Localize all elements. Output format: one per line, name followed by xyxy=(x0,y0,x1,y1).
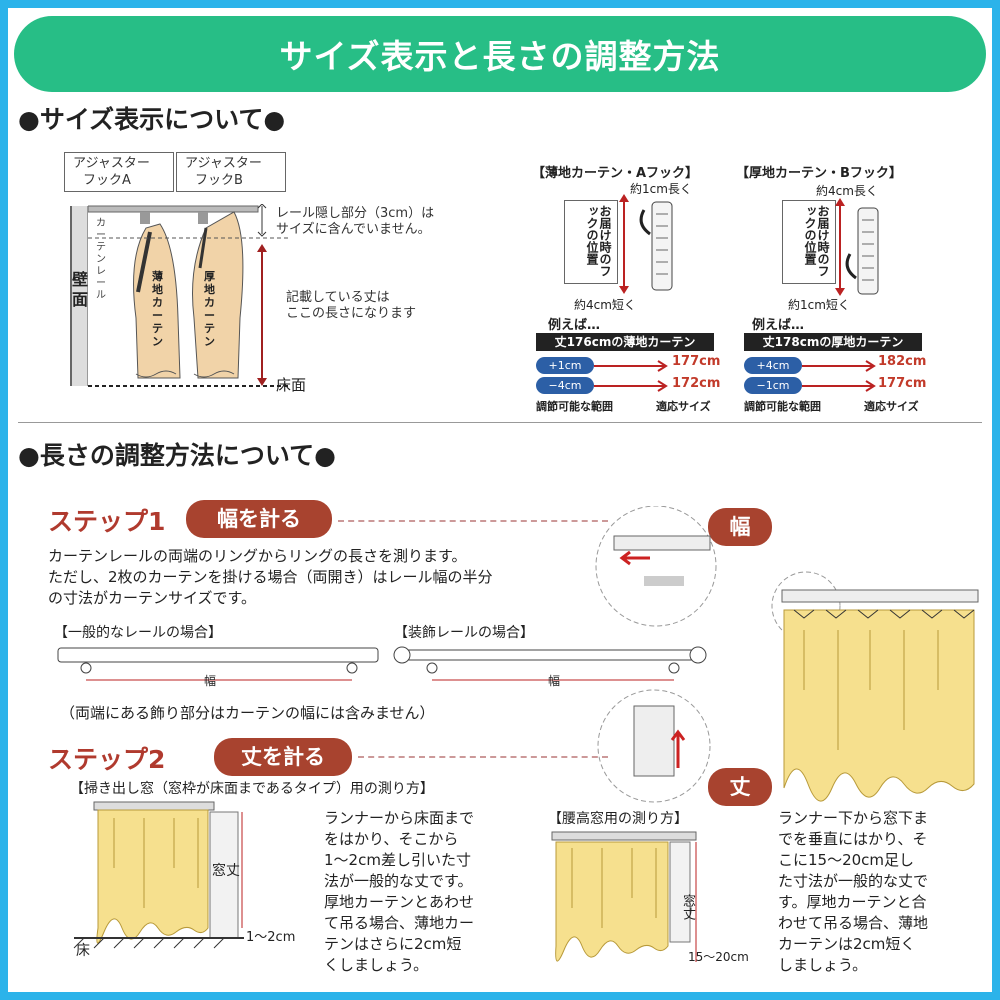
rail-hidden-note: レール隠し部分（3cm）はサイズに含んでいません。 xyxy=(276,206,435,237)
b-plus-pill: +4cm xyxy=(744,357,802,374)
sweep-window-title: 【掃き出し窓（窓枠が床面まであるタイプ）用の測り方】 xyxy=(70,781,434,797)
width-label-1: 幅 xyxy=(204,674,217,688)
a-arrows xyxy=(594,360,668,392)
b-example-bar: 丈178cmの厚地カーテン xyxy=(744,333,922,351)
sweep-window-illustration xyxy=(73,801,244,949)
b-arrows xyxy=(802,360,876,392)
waist-window-length: 窓丈 xyxy=(680,894,695,920)
length-arrows xyxy=(257,204,267,386)
sweep-gap: 1〜2cm xyxy=(246,930,296,945)
a-plus-pill: +1cm xyxy=(536,357,594,374)
b-hook-longer: 約4cm長く xyxy=(816,184,878,198)
step1-text: カーテンレールの両端のリングからリングの長さを測ります。ただし、2枚のカーテンを… xyxy=(48,547,493,607)
b-fit: 適応サイズ xyxy=(864,400,919,413)
section-heading-length: ●長さの調整方法について● xyxy=(18,441,336,470)
adjuster-b-label: アジャスターフックB xyxy=(176,152,286,192)
general-rail-label: 【一般的なレールの場合】 xyxy=(54,625,222,641)
b-hook-illustration xyxy=(835,198,879,296)
step1-tag: 幅を計る xyxy=(186,500,332,538)
b-low: 177cm xyxy=(878,376,927,391)
rail-label: カーテンレール xyxy=(96,218,106,301)
width-label-2: 幅 xyxy=(548,674,561,688)
b-range: 調節可能な範囲 xyxy=(744,400,821,413)
deco-rail-label: 【装飾レールの場合】 xyxy=(394,625,534,641)
step1-note: （両端にある飾り部分はカーテンの幅には含みません） xyxy=(60,704,435,722)
a-hook-shorter: 約4cm短く xyxy=(574,298,636,312)
a-example: 例えば… xyxy=(548,318,601,333)
sweep-floor: 床 xyxy=(76,943,90,959)
waist-gap: 15〜20cm xyxy=(688,950,749,964)
width-side-tag: 幅 xyxy=(708,508,772,546)
floor-label: 床面 xyxy=(276,376,307,394)
a-range: 調節可能な範囲 xyxy=(536,400,613,413)
a-hook-title: 【薄地カーテン・Aフック】 xyxy=(532,166,699,181)
waist-window-illustration xyxy=(551,831,697,962)
b-example: 例えば… xyxy=(752,318,805,333)
step2-label: ステップ2 xyxy=(48,745,166,774)
curtain-zoom-illustration xyxy=(595,506,979,803)
step1-label: ステップ1 xyxy=(48,507,166,536)
a-minus-pill: −4cm xyxy=(536,377,594,394)
step1-dash xyxy=(338,520,608,522)
adjuster-a-label: アジャスターフックA xyxy=(64,152,174,192)
a-hook-position-label: お届け時のフックの位置 xyxy=(564,200,618,284)
a-hook-illustration xyxy=(619,194,673,294)
length-note: 記載している丈はここの長さになります xyxy=(286,290,417,321)
a-example-bar: 丈176cmの薄地カーテン xyxy=(536,333,714,351)
waist-text: ランナー下から窓下までを垂直にはかり、そこに15〜20cm足した寸法が一般的な丈… xyxy=(778,809,929,974)
thick-curtain-label: 厚地カーテン xyxy=(204,270,215,348)
rail-illustrations xyxy=(57,646,707,681)
page-title: サイズ表示と長さの調整方法 xyxy=(14,16,986,92)
step2-tag: 丈を計る xyxy=(214,738,352,776)
a-fit: 適応サイズ xyxy=(656,400,711,413)
waist-window-title: 【腰高窓用の測り方】 xyxy=(548,811,688,827)
section-divider xyxy=(18,422,982,423)
length-side-tag: 丈 xyxy=(708,768,772,806)
section-heading-size: ●サイズ表示について● xyxy=(18,105,286,134)
a-low: 172cm xyxy=(672,376,721,391)
thin-curtain-label: 薄地カーテン xyxy=(152,270,163,348)
curtain-diagram xyxy=(88,205,288,387)
b-hook-title: 【厚地カーテン・Bフック】 xyxy=(736,166,902,181)
b-hook-position-label: お届け時のフックの位置 xyxy=(782,200,836,284)
b-high: 182cm xyxy=(878,354,927,369)
sweep-window-length: 窓丈 xyxy=(212,863,240,879)
b-hook-shorter: 約1cm短く xyxy=(788,298,850,312)
a-high: 177cm xyxy=(672,354,721,369)
a-hook-longer: 約1cm長く xyxy=(630,182,692,196)
b-minus-pill: −1cm xyxy=(744,377,802,394)
step2-dash xyxy=(358,756,608,758)
page-frame: サイズ表示と長さの調整方法 ●サイズ表示について● アジャスターフックA アジャ… xyxy=(8,8,992,992)
wall-label: 壁面 xyxy=(72,270,89,309)
wall xyxy=(70,206,88,386)
